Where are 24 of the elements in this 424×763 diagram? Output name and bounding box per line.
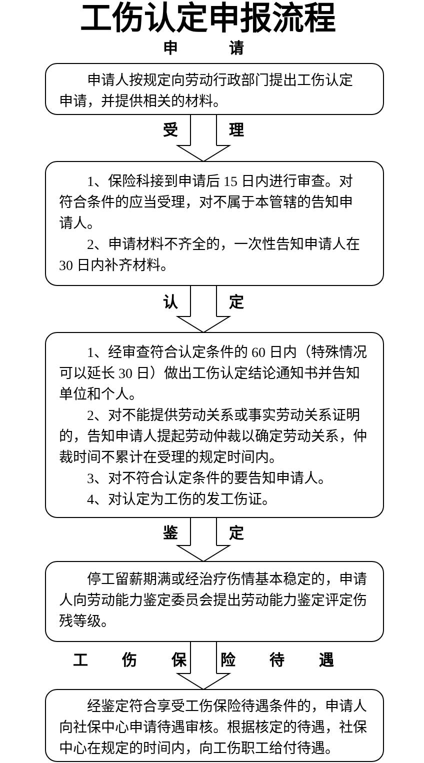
step-text: 3、对不符合认定条件的要告知申请人。 [86,470,333,489]
step-text: 经鉴定符合享受工伤保险待遇条件的，申请人向社保中心申请待遇审核。根据核定的待遇，社保中心在规定的时间内，向工伤职工给付待遇。 [59,698,368,759]
edge-label: 工 伤 保 险 待 遇 [73,652,334,670]
process-box [45,332,384,518]
block-arrow [177,641,230,690]
process-box [45,63,384,115]
edge-label: 认 定 [162,294,244,312]
edge-label: 受 理 [162,122,244,140]
process-box [45,161,384,286]
diagram-title: 工伤认定申报流程 [80,0,336,36]
step-text: 2、对不能提供劳动关系或事实劳动关系证明的，告知申请人提起劳动仲裁以确定劳动关系，仲裁时间不累计在受理的规定时间内。 [59,406,368,468]
process-box [45,689,384,762]
edge-label: 鉴 定 [162,525,244,543]
step-text: 申请人按规定向劳动行政部门提出工伤认定申请，并提供相关的材料。 [59,72,354,112]
block-arrow [177,517,230,562]
step-text: 1、经审查符合认定条件的 60 日内（特殊情况可以延长 30 日）做出工伤认定结论通知书并告知单位和个人。 [59,344,368,405]
process-box [45,561,384,642]
block-arrow [177,285,230,333]
step-text: 停工留薪期满或经治疗伤情基本稳定的，申请人向劳动能力鉴定委员会提出劳动能力鉴定评定伤残等级。 [59,570,368,632]
step-text: 1、保险科接到申请后 15 日内进行审查。对符合条件的应当受理，对不属于本管辖的告知申请人。 [59,172,354,234]
block-arrow [177,114,230,162]
step-heading: 申 请 [162,40,244,58]
step-text: 2、申请材料不齐全的，一次性告知申请人在 30 日内补齐材料。 [59,236,361,276]
step-text: 4、对认定为工伤的发工伤证。 [86,490,277,510]
